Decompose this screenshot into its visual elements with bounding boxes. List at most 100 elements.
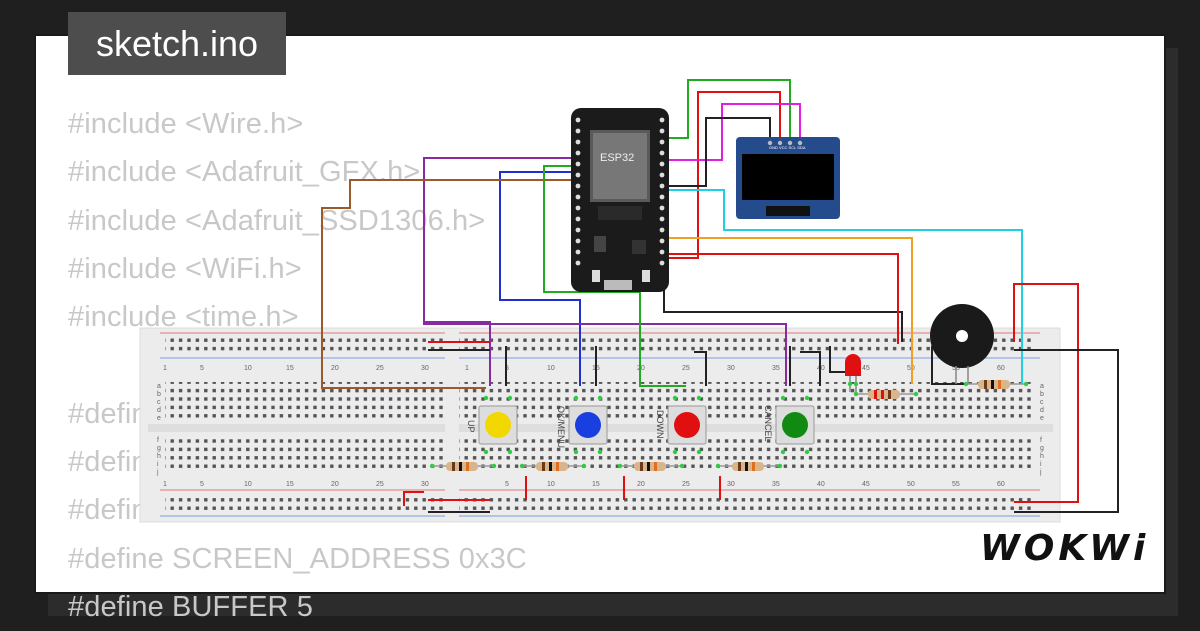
resistor	[620, 462, 682, 471]
code-line: #include <Wire.h>	[68, 108, 304, 140]
bb-row: g	[1040, 445, 1044, 452]
wire-red-rail	[1013, 283, 1079, 503]
bb-row: b	[157, 391, 161, 398]
bb-row: h	[1040, 453, 1044, 460]
wire-brown	[321, 179, 574, 389]
bb-row: f	[1040, 437, 1042, 444]
wire-black-oled	[664, 117, 771, 187]
bb-num: 45	[862, 365, 870, 372]
resistor	[966, 380, 1026, 389]
bb-num: 5	[200, 365, 204, 372]
bb-row: i	[1040, 461, 1042, 468]
bb-num: 35	[772, 481, 780, 488]
wokwi-logo: WOKWi	[980, 528, 1150, 569]
code-line: #define BUFFER 5	[68, 590, 313, 623]
resistor	[522, 462, 584, 471]
bb-num: 1	[163, 365, 167, 372]
esp32-label: ESP32	[600, 152, 634, 164]
bb-num: 60	[997, 481, 1005, 488]
code-line: #include <Adafruit_GFX.h>	[68, 156, 421, 189]
bb-num: 55	[952, 481, 960, 488]
bb-num: 25	[682, 365, 690, 372]
bb-num: 50	[907, 481, 915, 488]
bb-row: g	[157, 445, 161, 452]
wire-red-oled	[664, 91, 781, 259]
code-line: #define SCREEN_ADDRESS 0x3C	[68, 542, 527, 575]
bb-num: 30	[421, 365, 429, 372]
wire-black	[800, 351, 821, 386]
button-down: DOWN	[655, 405, 707, 445]
bb-num: 15	[286, 481, 294, 488]
code-line: #include <Adafruit_SSD1306.h>	[68, 204, 486, 237]
wire-red	[403, 491, 424, 506]
button-ok: OK/MENU	[556, 405, 608, 448]
bb-num: 30	[727, 365, 735, 372]
bb-row: i	[157, 461, 159, 468]
code-preview: #include <Wire.h> #include <Adafruit_GFX.…	[68, 100, 527, 631]
wire-purple-cancel	[423, 322, 787, 386]
bb-num: 20	[331, 481, 339, 488]
bb-num: 10	[244, 365, 252, 372]
bb-num: 5	[200, 481, 204, 488]
connection-dots	[429, 381, 1029, 469]
wire-black	[829, 346, 846, 373]
resistor	[432, 462, 494, 471]
button-cancel-label: CANCEL	[763, 405, 773, 442]
bb-row: f	[157, 437, 159, 444]
bb-row: a	[157, 383, 161, 390]
bb-num: 30	[421, 481, 429, 488]
bb-num: 5	[505, 481, 509, 488]
wire-red-right	[664, 253, 899, 344]
bb-row: d	[1040, 407, 1044, 414]
bb-row: c	[157, 399, 161, 406]
wire-black	[931, 346, 966, 385]
bb-num: 60	[997, 365, 1005, 372]
button-down-label: DOWN	[655, 410, 665, 439]
bb-row: c	[1040, 399, 1044, 406]
bb-row: h	[157, 453, 161, 460]
bb-num: 40	[817, 481, 825, 488]
button-up: UP	[466, 405, 518, 445]
resistors	[432, 380, 1026, 471]
bb-row: d	[157, 407, 161, 414]
wires	[321, 79, 1119, 513]
bb-row: b	[1040, 391, 1044, 398]
bb-num: 1	[465, 365, 469, 372]
buzzer	[930, 304, 994, 384]
bb-num: 45	[862, 481, 870, 488]
bb-num: 1	[163, 481, 167, 488]
wire-green-oled	[664, 79, 791, 142]
oled-pins-label: GND VCC SCL SDA	[769, 145, 806, 150]
bb-num: 10	[547, 481, 555, 488]
esp32-board: ESP32	[571, 108, 669, 292]
bb-num: 25	[376, 365, 384, 372]
bb-num: 15	[592, 481, 600, 488]
bb-row: e	[1040, 415, 1044, 422]
wire-magenta-oled	[664, 103, 801, 161]
wire-orange	[664, 237, 913, 384]
wire-black-rail	[1014, 349, 1119, 513]
oled-display: GND VCC SCL SDA	[736, 137, 840, 219]
bb-row: j	[156, 469, 159, 476]
bb-num: 10	[547, 365, 555, 372]
button-ok-label: OK/MENU	[556, 406, 566, 448]
button-up-label: UP	[466, 420, 476, 433]
wire-black	[694, 351, 707, 386]
wire-cyan	[664, 189, 1023, 384]
button-cancel: CANCEL	[763, 405, 815, 445]
resistor	[856, 390, 916, 399]
code-line: #include <WiFi.h>	[68, 252, 302, 285]
bb-num: 25	[682, 481, 690, 488]
bb-num: 50	[907, 365, 915, 372]
resistor	[718, 462, 780, 471]
bb-num: 25	[376, 481, 384, 488]
bb-num: 20	[331, 365, 339, 372]
bb-num: 15	[286, 365, 294, 372]
bb-num: 30	[727, 481, 735, 488]
file-name-tab: sketch.ino	[68, 12, 286, 75]
bb-row: j	[1039, 469, 1042, 476]
bb-num: 10	[244, 481, 252, 488]
bb-row: a	[1040, 383, 1044, 390]
wire-blue	[499, 171, 581, 386]
